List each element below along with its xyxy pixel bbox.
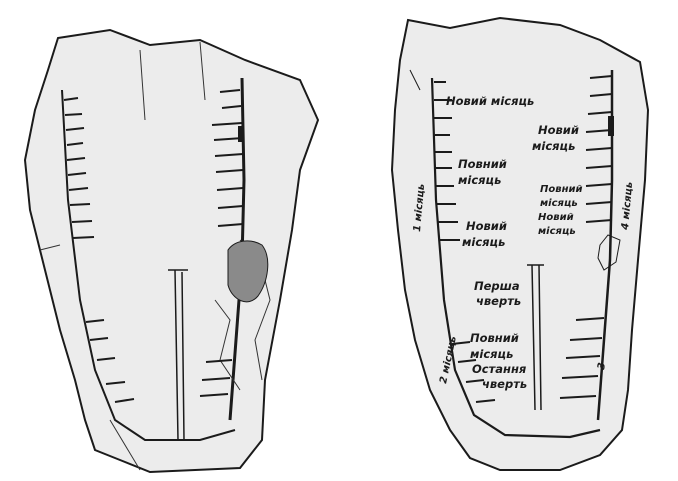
label-full-moon-1b: місяць xyxy=(458,173,501,187)
label-new-moon-2a: Новий xyxy=(538,123,579,137)
label-new-moon-4b: місяць xyxy=(538,226,576,237)
label-new-moon-4a: Новий xyxy=(538,212,574,223)
right-bone-plaque: Новий місяць Новий місяць Повний місяць … xyxy=(392,18,648,470)
left-black-notch xyxy=(238,126,244,142)
label-last-quarter-b: чверть xyxy=(482,377,527,391)
right-black-notch xyxy=(608,116,614,136)
label-new-moon-3b: місяць xyxy=(462,235,505,249)
label-full-moon-3a: Повний xyxy=(470,331,519,345)
label-new-moon-2b: місяць xyxy=(532,139,575,153)
label-full-moon-1a: Повний xyxy=(458,157,507,171)
label-new-moon-3a: Новий xyxy=(466,219,507,233)
label-first-quarter-b: чверть xyxy=(476,294,521,308)
left-plaque-outline xyxy=(25,30,318,472)
left-bone-plaque xyxy=(25,30,318,472)
label-new-moon-1: Новий місяць xyxy=(446,94,534,108)
label-full-moon-2a: Повний xyxy=(540,184,583,195)
label-first-quarter-a: Перша xyxy=(474,279,520,293)
label-full-moon-2b: місяць xyxy=(540,198,578,209)
label-full-moon-3b: місяць xyxy=(470,347,513,361)
label-last-quarter-a: Остання xyxy=(472,362,527,376)
